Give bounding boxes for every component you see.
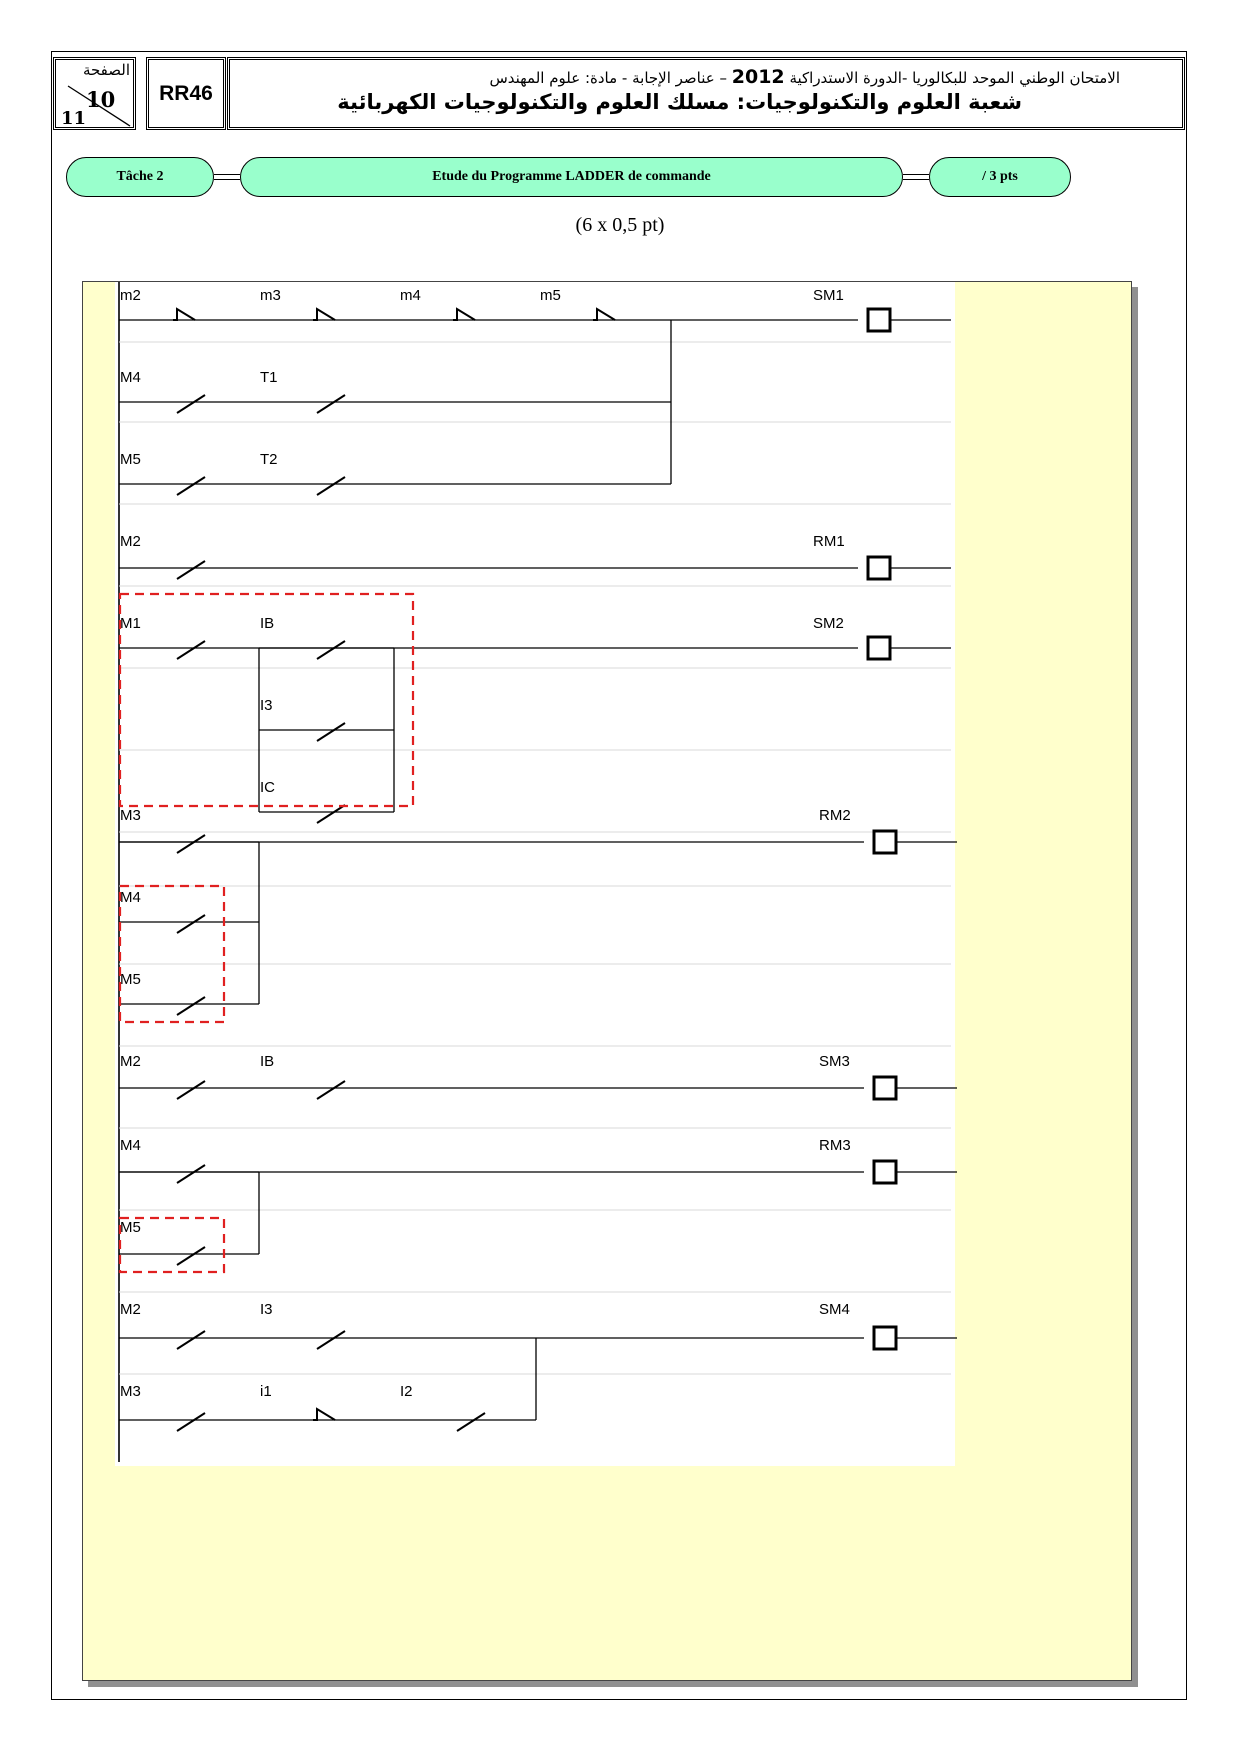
coil-sm4 — [872, 1325, 898, 1351]
highlight-box-rm3 — [118, 1216, 226, 1274]
contact-label: i1 — [260, 1383, 272, 1400]
rm3-contact-1-no — [176, 1246, 206, 1266]
contact-label: M1 — [120, 615, 141, 632]
exam-year: 2012 — [731, 66, 785, 88]
coil-label: RM2 — [819, 807, 851, 824]
points-note: (6 x 0,5 pt) — [575, 214, 665, 236]
coil-label: RM3 — [819, 1137, 851, 1154]
coil-sm2 — [866, 635, 892, 661]
contact-label: m5 — [540, 287, 561, 304]
contact-label: IC — [260, 779, 275, 796]
task-connector-1 — [214, 174, 240, 180]
contact-label: IB — [260, 615, 274, 632]
contact-label: M5 — [120, 971, 141, 988]
page-diagonal-line — [67, 85, 131, 127]
contact-label: m2 — [120, 287, 141, 304]
contact-label: M5 — [120, 451, 141, 468]
sm4-b1-contact-2-no — [456, 1412, 486, 1432]
page-current: 10 — [86, 87, 116, 112]
coil-label: SM4 — [819, 1301, 850, 1318]
highlight-box-sm2 — [118, 592, 415, 808]
contact-label: IB — [260, 1053, 274, 1070]
contact-label: M3 — [120, 1383, 141, 1400]
sm2-parallel-contact-2-no — [316, 804, 346, 824]
task-label: Tâche 2 — [66, 157, 214, 197]
exam-stream: شعبة العلوم والتكنولوجيات: مسلك العلوم و… — [337, 90, 1022, 114]
contact-label: M4 — [120, 369, 141, 386]
page-label: الصفحة — [82, 61, 130, 79]
contact-label: M5 — [120, 1219, 141, 1236]
contact-label: T2 — [260, 451, 278, 468]
task-connector-2 — [903, 174, 929, 180]
sm4-contact-1-no — [316, 1330, 346, 1350]
exam-title-box: الامتحان الوطني الموحد للبكالوريا -الدور… — [227, 57, 1185, 130]
sm3-contact-1-no — [316, 1080, 346, 1100]
task-title: Etude du Programme LADDER de commande — [240, 157, 903, 197]
contact-label: M3 — [120, 807, 141, 824]
exam-code: RR46 — [146, 57, 226, 130]
contact-label: I3 — [260, 697, 273, 714]
sm3-contact-0-no — [176, 1080, 206, 1100]
contact-label: M4 — [120, 1137, 141, 1154]
coil-sm1 — [866, 307, 892, 333]
sm1-b2-contact-1-no — [316, 476, 346, 496]
coil-label: SM3 — [819, 1053, 850, 1070]
task-score: / 3 pts — [929, 157, 1071, 197]
contact-label: M2 — [120, 1053, 141, 1070]
highlight-box-rm2 — [118, 884, 226, 1024]
page-frame — [51, 51, 1187, 1700]
sm4-b1-contact-0-no — [176, 1412, 206, 1432]
contact-label: m3 — [260, 287, 281, 304]
rm2-contact-2-no — [176, 996, 206, 1016]
page-total: 11 — [61, 108, 87, 129]
sm2-contact-0-no — [176, 640, 206, 660]
ladder-white-area — [115, 282, 955, 1466]
coil-sm3 — [872, 1075, 898, 1101]
coil-rm2 — [872, 829, 898, 855]
sm1-b1-contact-1-no — [316, 394, 346, 414]
sm2-parallel-contact-1-no — [316, 722, 346, 742]
contact-label: T1 — [260, 369, 278, 386]
coil-label: SM1 — [813, 287, 844, 304]
sm2-parallel-contact-0-no — [316, 640, 346, 660]
exam-title-line1: الامتحان الوطني الموحد للبكالوريا -الدور… — [489, 66, 1120, 88]
coil-rm1 — [866, 555, 892, 581]
sm1-b2-contact-0-no — [176, 476, 206, 496]
contact-label: M2 — [120, 533, 141, 550]
rm3-contact-0-no — [176, 1164, 206, 1184]
contact-label: M2 — [120, 1301, 141, 1318]
rm1-contact-0-no — [176, 560, 206, 580]
page-number-box: الصفحة 10 11 — [53, 57, 136, 130]
coil-label: RM1 — [813, 533, 845, 550]
coil-rm3 — [872, 1159, 898, 1185]
contact-label: I3 — [260, 1301, 273, 1318]
coil-label: SM2 — [813, 615, 844, 632]
rm2-contact-1-no — [176, 914, 206, 934]
sm1-b1-contact-0-no — [176, 394, 206, 414]
sm4-contact-0-no — [176, 1330, 206, 1350]
exam-subject: – عناصر الإجابة - مادة: علوم المهندس — [489, 69, 727, 87]
contact-label: m4 — [400, 287, 421, 304]
contact-label: I2 — [400, 1383, 413, 1400]
contact-label: M4 — [120, 889, 141, 906]
rm2-contact-0-no — [176, 834, 206, 854]
exam-session: الامتحان الوطني الموحد للبكالوريا -الدور… — [789, 69, 1120, 87]
